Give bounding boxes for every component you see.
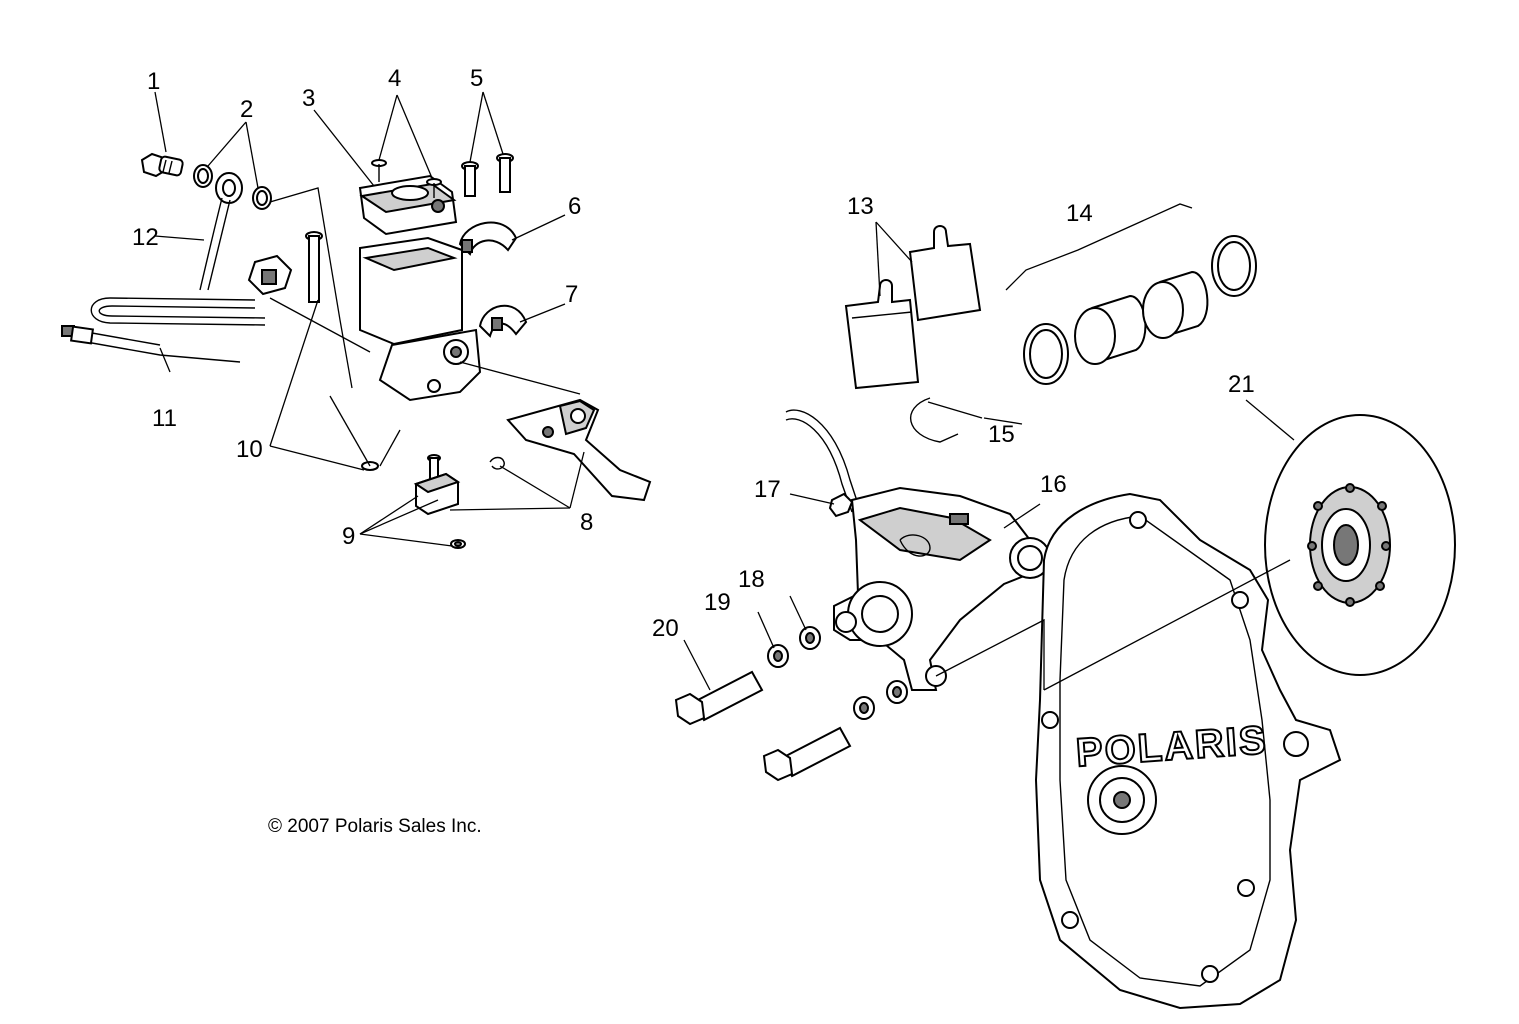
part-8-brake-lever	[427, 398, 652, 502]
part-10-pivot-pin	[305, 231, 379, 471]
callout-1: 1	[147, 68, 160, 95]
part-18-washer	[799, 626, 908, 704]
part-17-bleeder-hose	[785, 409, 861, 518]
copyright-notice: © 2007 Polaris Sales Inc.	[268, 816, 482, 837]
part-9-lever-block	[413, 472, 466, 549]
callout-17: 17	[754, 476, 781, 503]
callout-15: 15	[988, 421, 1015, 448]
part-2-crush-washers	[193, 164, 272, 210]
part-3-reservoir-cover	[358, 174, 458, 236]
callout-19: 19	[704, 589, 731, 616]
part-19-lock-washer	[767, 644, 875, 720]
callout-14: 14	[1066, 200, 1093, 227]
part-1-banjo-bolt	[140, 152, 184, 178]
part-7-clamp-half	[478, 304, 528, 338]
part-4-cover-screws	[371, 159, 442, 198]
callout-18: 18	[738, 566, 765, 593]
callout-11: 11	[152, 405, 177, 432]
callout-10: 10	[236, 436, 263, 463]
callout-3: 3	[302, 85, 315, 112]
callout-labels: 1 2 3 4 5 6 7 8 9 10 11 12 13 14 15 16 1…	[132, 65, 1255, 642]
callout-8: 8	[580, 509, 593, 536]
callout-20: 20	[652, 615, 679, 642]
callout-12: 12	[132, 224, 159, 251]
callout-7: 7	[565, 281, 578, 308]
part-11-switch-harness	[61, 254, 293, 363]
part-6-handlebar-clamp	[458, 221, 518, 256]
callout-9: 9	[342, 523, 355, 550]
part-14-pistons-seals	[1005, 203, 1257, 385]
chaincase-cover: POLARIS	[1034, 492, 1342, 1010]
callout-21: 21	[1228, 371, 1255, 398]
part-5-clamp-bolts	[461, 153, 514, 197]
callout-13: 13	[847, 193, 874, 220]
part-13-brake-pads	[844, 225, 982, 390]
part-16-caliper	[833, 486, 1051, 691]
leader-lines	[154, 91, 1295, 691]
part-20-caliper-bolts	[674, 670, 852, 782]
callout-16: 16	[1040, 471, 1067, 498]
callout-6: 6	[568, 193, 581, 220]
part-12-brake-line	[199, 197, 231, 291]
part-21-brake-disc	[1264, 414, 1456, 676]
part-15-retaining-clip	[910, 397, 983, 443]
callout-5: 5	[470, 65, 483, 92]
master-cylinder-body	[359, 236, 482, 402]
callout-2: 2	[240, 96, 253, 123]
callout-4: 4	[388, 65, 401, 92]
